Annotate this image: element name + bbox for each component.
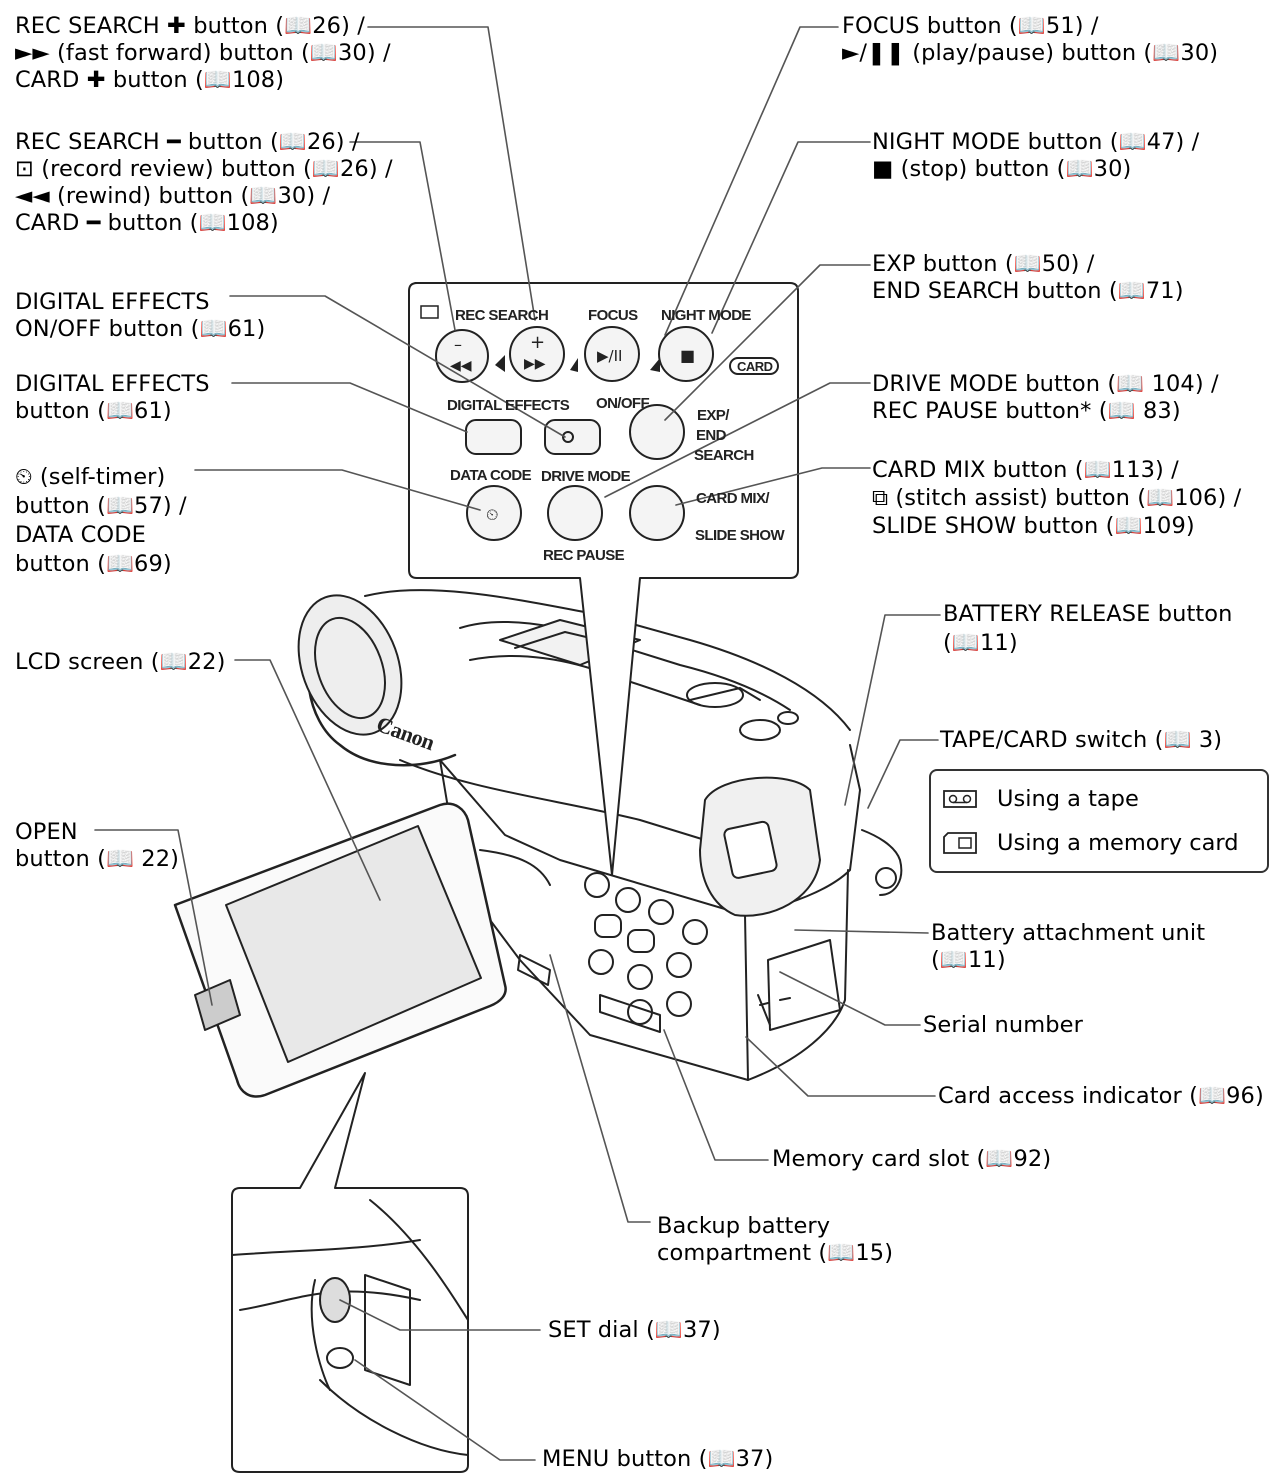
label-exp: EXP button (📖50) / END SEARCH button (📖7… [872,251,1184,304]
panel-card: CARD [737,359,773,374]
label-card-mix: CARD MIX button (📖113) / ⧉ (stitch assis… [872,457,1242,539]
label-card-access: Card access indicator (📖96) [938,1083,1264,1109]
panel-slide-show: SLIDE SHOW [695,527,785,544]
brand-logo: Canon [373,711,438,755]
legend-card: Using a memory card [943,828,1239,858]
label-lcd-screen: LCD screen (📖22) [15,649,226,675]
label-rec-search-minus: REC SEARCH ━ button (📖26) / ⊡ (record re… [15,129,393,236]
leader-lines [94,26,941,1461]
label-open-button: OPEN button (📖 22) [15,819,180,872]
panel-exp: EXP/ [697,407,730,424]
panel-drive-mode: DRIVE MODE [541,468,631,485]
lcd-screen [225,825,482,1063]
tape-card-legend: Using a tape Using a memory card [929,769,1269,873]
minus-glyph: – [454,335,462,354]
rewind-glyph: ◀◀ [450,358,472,374]
open-button-tab [194,979,241,1031]
label-drive-mode: DRIVE MODE button (📖 104) / REC PAUSE bu… [872,371,1219,424]
label-set-dial: SET dial (📖37) [548,1317,721,1343]
panel-end: END [696,427,727,444]
label-focus: FOCUS button (📖51) / ►/❚❚ (play/pause) b… [842,13,1219,66]
label-digital-effects: DIGITAL EFFECTS button (📖61) [15,371,210,424]
label-night-mode: NIGHT MODE button (📖47) / ■ (stop) butto… [872,129,1200,182]
legend-tape-text: Using a tape [997,786,1139,812]
label-digital-effects-onoff: DIGITAL EFFECTS ON/OFF button (📖61) [15,289,266,342]
panel-data-code: DATA CODE [450,467,532,484]
label-battery-release: BATTERY RELEASE button (📖11) [943,601,1233,656]
memory-card-icon [943,832,977,854]
label-serial-number: Serial number [923,1012,1083,1038]
label-menu-button: MENU button (📖37) [542,1446,774,1472]
ffwd-glyph: ▶▶ [524,356,546,372]
panel-card-mix: CARD MIX/ [696,490,770,507]
tape-icon [943,790,977,808]
label-tape-card-switch: TAPE/CARD switch (📖 3) [940,727,1223,753]
panel-rec-search: REC SEARCH [455,307,548,324]
lcd-panel [173,802,507,1098]
self-timer-glyph: ⏲ [486,505,498,524]
label-self-timer: ⏲ (self-timer) button (📖57) / DATA CODE … [15,464,187,577]
control-panel [408,282,799,876]
panel-digital-effects: DIGITAL EFFECTS [447,397,570,414]
inset-detail [231,1072,469,1473]
panel-focus: FOCUS [588,307,638,324]
label-memory-card-slot: Memory card slot (📖92) [772,1146,1052,1172]
label-battery-unit: Battery attachment unit (📖11) [931,920,1206,973]
legend-tape: Using a tape [943,784,1139,814]
panel-rec-pause: REC PAUSE [543,547,625,564]
stop-glyph: ■ [680,346,695,365]
panel-search: SEARCH [694,447,754,464]
play-pause-glyph: ▶/II [597,347,622,365]
panel-night-mode: NIGHT MODE [661,307,751,324]
label-rec-search-plus: REC SEARCH ✚ button (📖26) / ►► (fast for… [15,13,391,93]
label-backup-battery: Backup battery compartment (📖15) [657,1213,894,1266]
panel-on-off: ON/OFF [596,395,649,412]
plus-glyph: + [530,332,545,353]
legend-card-text: Using a memory card [997,830,1239,856]
